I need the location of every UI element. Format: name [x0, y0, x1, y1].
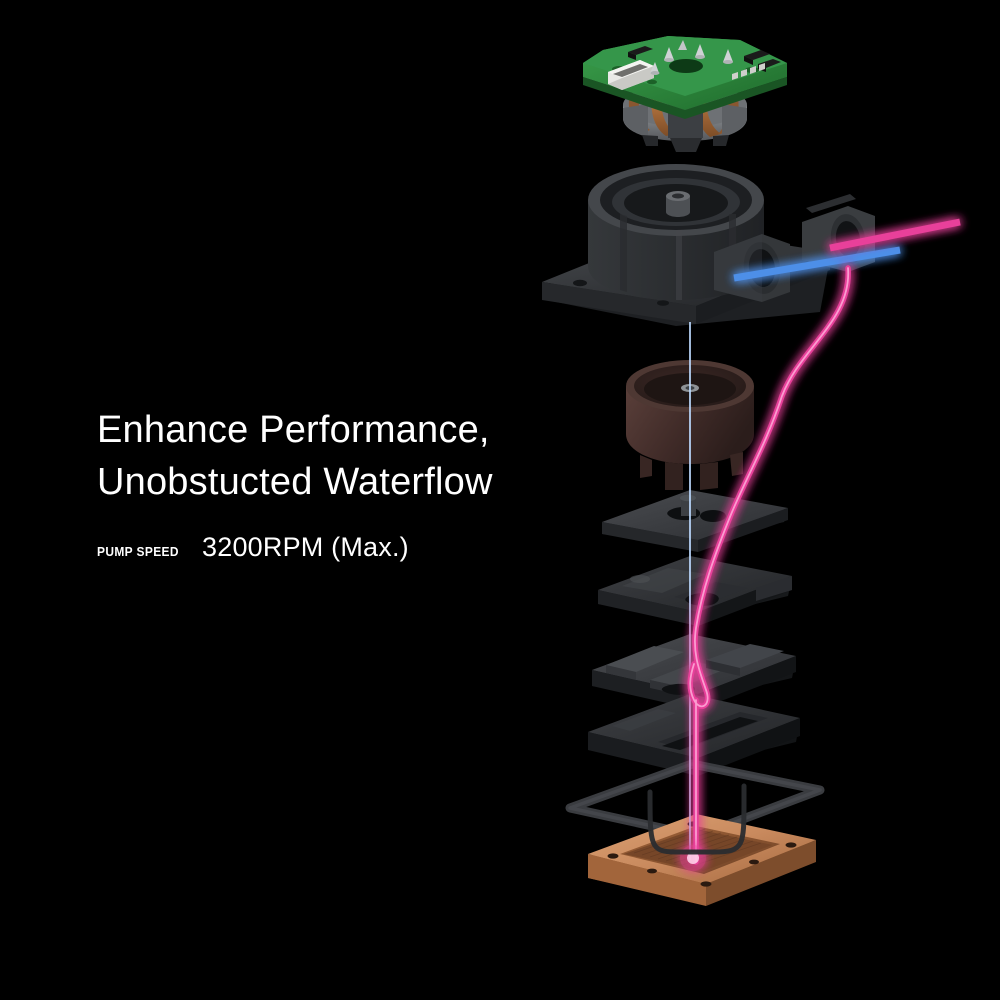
controller-pcb: [583, 36, 787, 119]
screw-hole: [785, 842, 797, 848]
pcb-motor-assembly: [583, 36, 787, 152]
pump-speed-value: 3200RPM (Max.): [202, 532, 409, 562]
solder-posts: [650, 40, 733, 75]
sealing-gasket: [565, 759, 825, 841]
hot-water-outflow-beam: [829, 218, 961, 252]
marketing-copy-block: Enhance Performance, Unobstucted Waterfl…: [97, 404, 577, 563]
pcb-center-hole: [669, 59, 703, 73]
screw-hole: [700, 881, 712, 887]
pump-speed-label: PUMP SPEED: [97, 544, 179, 559]
screw-hole: [607, 853, 619, 859]
water-flow-paths: [647, 265, 851, 871]
volute-channel-plate: [598, 556, 792, 626]
pump-speed-spec: PUMP SPEED 3200RPM (Max.): [97, 532, 577, 563]
page-title: Enhance Performance, Unobstucted Waterfl…: [97, 409, 493, 503]
coldplate-loop-tube: [647, 783, 747, 855]
port-flow-beams: [733, 218, 961, 282]
exploded-assembly-diagram: [500, 0, 1000, 1000]
jst-connector: [608, 60, 654, 90]
gold-pads: [732, 63, 765, 80]
volute-top-face: [598, 556, 792, 612]
pump-housing: [542, 164, 875, 326]
cold-water-inflow-beam: [733, 246, 901, 282]
